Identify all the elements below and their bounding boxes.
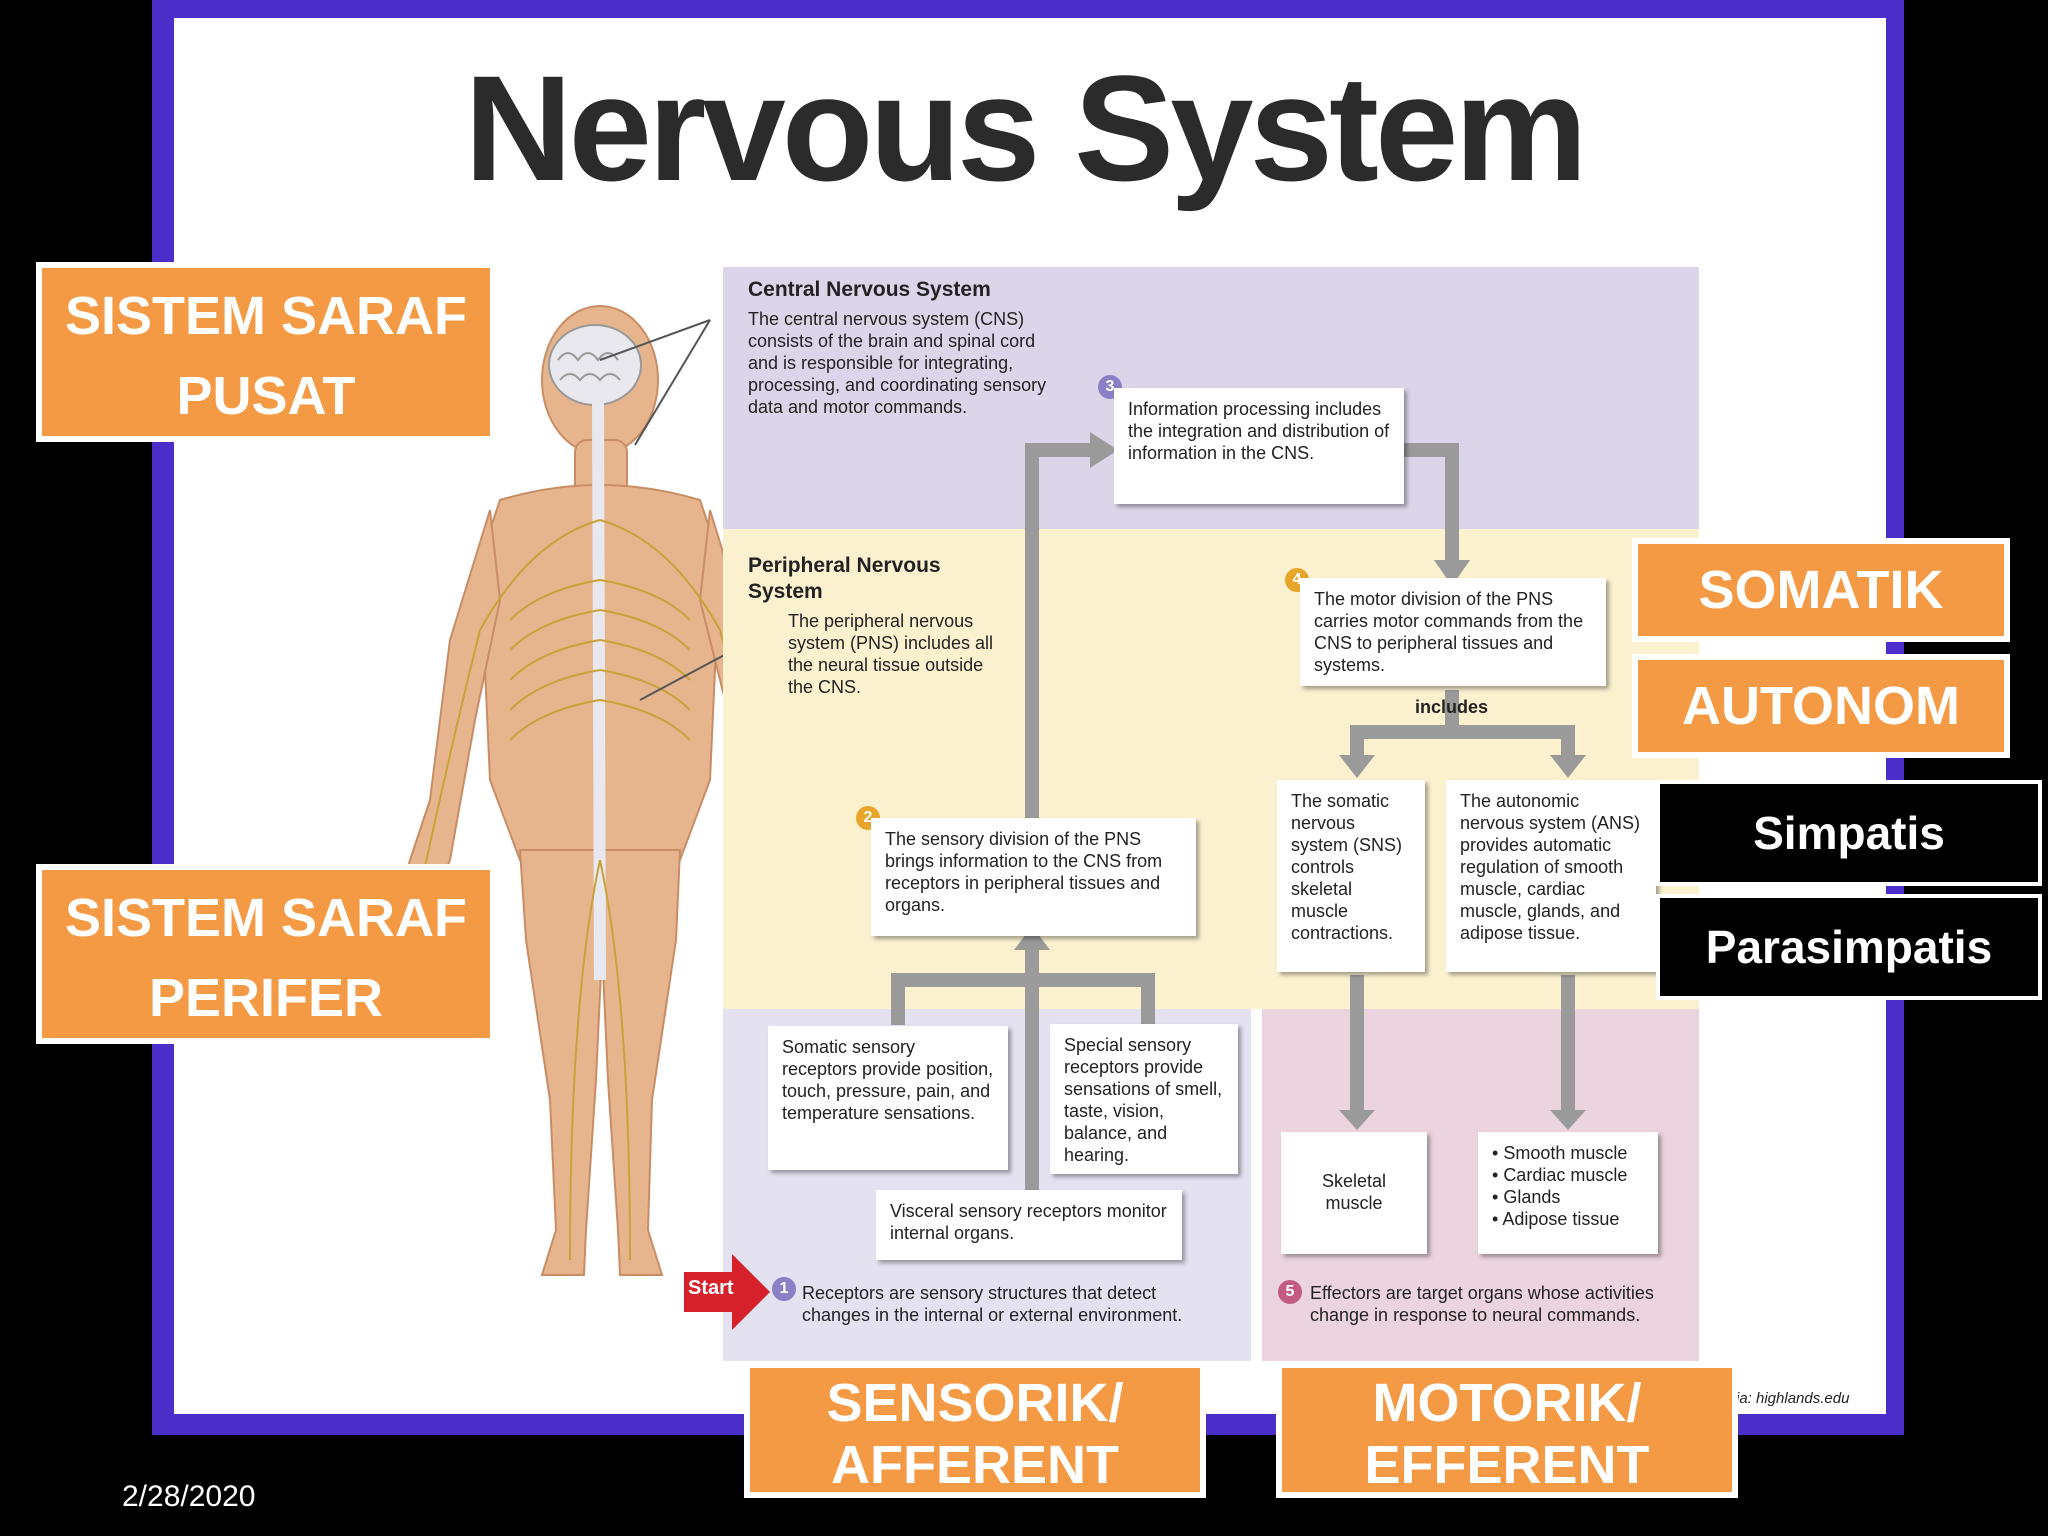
label-sistem-saraf-perifer: SISTEM SARAF PERIFER <box>36 864 496 1044</box>
effector-item: • Adipose tissue <box>1492 1209 1620 1229</box>
start-arrow-icon <box>684 1254 770 1330</box>
label-parasimpatis: Parasimpatis <box>1656 894 2042 1000</box>
step-5-badge: 5 <box>1278 1280 1302 1304</box>
special-sensory-receptors-box: Special sensory receptors provide sensat… <box>1050 1024 1238 1174</box>
pns-heading: Peripheral Nervous System <box>748 554 941 603</box>
effector-item: • Cardiac muscle <box>1492 1165 1628 1185</box>
receptors-description: Receptors are sensory structures that de… <box>802 1283 1183 1325</box>
somatic-nervous-system-box: The somatic nervous system (SNS) control… <box>1277 780 1425 972</box>
label-simpatis: Simpatis <box>1656 780 2042 886</box>
skeletal-muscle-box: Skeletal muscle <box>1281 1132 1427 1254</box>
cns-description: The central nervous system (CNS) consist… <box>748 309 1047 417</box>
human-nervous-system-figure <box>398 305 822 1276</box>
information-processing-box: Information processing includes the inte… <box>1114 388 1404 504</box>
somatic-sensory-receptors-box: Somatic sensory receptors provide positi… <box>768 1026 1008 1170</box>
start-label: Start <box>688 1277 734 1299</box>
effectors-description: Effectors are target organs whose activi… <box>1310 1283 1654 1325</box>
visceral-sensory-receptors-box: Visceral sensory receptors monitor inter… <box>876 1190 1182 1260</box>
effector-item: • Glands <box>1492 1187 1561 1207</box>
label-sensorik-afferent: SENSORIK/ AFFERENT <box>744 1362 1206 1498</box>
label-motorik-efferent: MOTORIK/ EFFERENT <box>1276 1362 1738 1498</box>
image-source-credit: ia: highlands.edu <box>1736 1390 1850 1407</box>
sensory-division-box: The sensory division of the PNS brings i… <box>871 818 1196 936</box>
cns-heading: Central Nervous System <box>748 278 991 301</box>
step-1-badge: 1 <box>772 1277 796 1301</box>
autonomic-nervous-system-box: The autonomic nervous system (ANS) provi… <box>1446 780 1656 972</box>
slide-date: 2/28/2020 <box>122 1480 256 1513</box>
pns-description: The peripheral nervous system (PNS) incl… <box>788 611 994 697</box>
visceral-effectors-box: • Smooth muscle • Cardiac muscle • Gland… <box>1478 1132 1658 1254</box>
includes-label: includes <box>1415 697 1489 717</box>
label-sistem-saraf-pusat: SISTEM SARAF PUSAT <box>36 262 496 442</box>
effector-item: • Smooth muscle <box>1492 1143 1628 1163</box>
motor-division-box: The motor division of the PNS carries mo… <box>1300 578 1606 686</box>
label-somatik: SOMATIK <box>1632 538 2010 642</box>
label-autonom: AUTONOM <box>1632 654 2010 758</box>
slide-title: Nervous System <box>464 44 1588 212</box>
